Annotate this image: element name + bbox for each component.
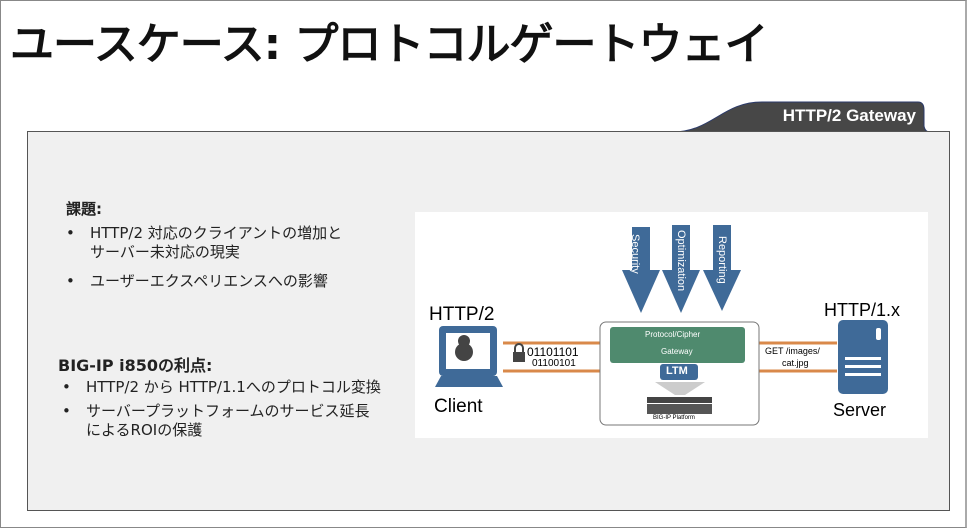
appliance-icon (647, 397, 712, 414)
binary-line-2: 01100101 (532, 358, 576, 369)
challenge-item: HTTP/2 対応のクライアントの増加と サーバー未対応の現実 (66, 224, 342, 262)
client-protocol: HTTP/2 (429, 304, 495, 325)
request-line-2: cat.jpg (782, 358, 809, 368)
server-protocol: HTTP/1.x (824, 300, 901, 320)
slide-title: ユースケース: プロトコルゲートウェイ (10, 19, 769, 70)
lock-icon (513, 343, 525, 362)
server-label: Server (833, 400, 887, 420)
gateway-diagram: HTTP/2 Client 01101101 01100101 HTTP/1.x… (415, 212, 928, 438)
benefit-item: サーバープラットフォームのサービス延長 によるROIの保護 (62, 402, 369, 440)
request-line-1: GET /images/ (765, 346, 820, 356)
benefits-heading: BIG-IP i850の利点: (58, 356, 213, 375)
diagram-graphics (435, 225, 888, 426)
ltm-label: LTM (666, 365, 688, 377)
tab-shape (671, 101, 931, 133)
tab-label: HTTP/2 Gateway (782, 106, 916, 125)
arrow-optimization: Optimization (675, 230, 687, 292)
challenges-heading: 課題: (66, 200, 102, 218)
binary-line-1: 01101101 (527, 345, 579, 359)
gateway-label-1: Protocol/Cipher (645, 330, 701, 339)
gateway-box (610, 327, 745, 363)
server-icon (838, 320, 888, 394)
client-label: Client (434, 396, 483, 417)
challenge-item: ユーザーエクスペリエンスへの影響 (66, 272, 328, 291)
arrow-security: Security (629, 234, 641, 274)
platform-label: BIG-IP Platform (653, 415, 695, 421)
section-tab: HTTP/2 Gateway (671, 100, 931, 133)
client-computer-icon (435, 326, 503, 387)
gateway-label-2: Gateway (661, 347, 693, 356)
connection-lines (503, 341, 837, 373)
ltm-box (660, 364, 698, 380)
arrow-reporting: Reporting (716, 236, 728, 284)
arrow-icons (622, 225, 741, 313)
benefit-item: HTTP/2 から HTTP/1.1へのプロトコル変換 (62, 378, 381, 397)
